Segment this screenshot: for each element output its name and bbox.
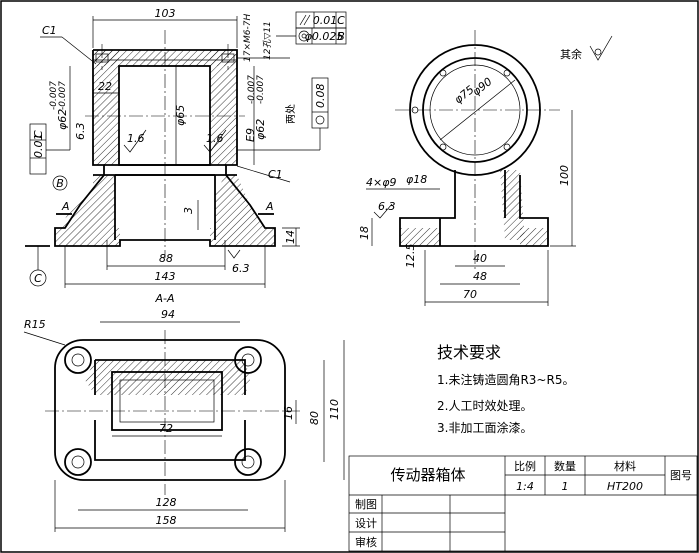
right-fit-dia: φ62 [254, 119, 267, 140]
dim-16: 16 [282, 406, 295, 420]
front-view: 103 17×M6-7H 12孔▽11 0.01 C φ0.025 B C1 [25, 7, 347, 288]
checked-by-label: 审核 [355, 535, 377, 549]
roughness-1-6-left: 1.6 [127, 132, 145, 145]
roughness-1-6-right: 1.6 [206, 132, 224, 145]
bore-dia: φ65 [174, 105, 187, 126]
dim-40: 40 [473, 252, 487, 265]
chamfer-c1-right: C1 [268, 168, 283, 181]
dim-72: 72 [159, 422, 173, 435]
e9-note: E9 [244, 128, 257, 142]
dim-88: 88 [159, 252, 173, 265]
holes-callout: 4×φ9 [366, 176, 396, 189]
dim-103: 103 [155, 7, 176, 20]
bolt-holes [64, 346, 262, 476]
dim-14: 14 [284, 230, 297, 244]
part-name: 传动器箱体 [390, 466, 465, 484]
dim-128: 128 [156, 496, 177, 509]
section-arrow-a-right: A [265, 200, 274, 213]
svg-text:C: C [337, 14, 345, 27]
roughness-6-3-base: 6.3 [232, 262, 250, 275]
technical-requirements: 技术要求 1.未注铸造圆角R3~R5。 2.人工时效处理。 3.非加工面涂漆。 [437, 343, 574, 435]
dim-100: 100 [558, 165, 571, 186]
svg-text:0.01: 0.01 [32, 134, 45, 159]
svg-text:B: B [337, 30, 345, 43]
side-roughness: 6.3 [378, 200, 396, 213]
section-label: A-A [154, 292, 174, 305]
datum-c: C [34, 272, 42, 285]
qty-value: 1 [562, 480, 569, 493]
parallelism-frame: 0.01 C [295, 11, 347, 29]
dim-110: 110 [328, 399, 341, 420]
dim-158: 158 [156, 514, 177, 527]
notes-title: 技术要求 [437, 343, 501, 362]
svg-text:-0.007: -0.007 [247, 75, 257, 104]
roughness-6-3: 6.3 [74, 123, 87, 141]
scale-value: 1:4 [516, 480, 534, 493]
material-label: 材料 [614, 459, 636, 473]
dim-70: 70 [463, 288, 477, 301]
concentricity-frame: φ0.025 B [295, 27, 347, 45]
svg-text:φ0.025: φ0.025 [305, 30, 344, 43]
scale-label: 比例 [514, 459, 536, 473]
dim-80: 80 [308, 411, 321, 425]
dim-3: 3 [182, 207, 195, 214]
both-ends-note: 两处 [285, 104, 297, 124]
radius-r15: R15 [24, 318, 46, 331]
section-a-a: A-A R15 94 72 16 80 110 128 158 [23, 292, 345, 532]
chamfer-c1-top: C1 [42, 24, 57, 37]
section-arrow-a-left: A [61, 200, 70, 213]
cylindricity-frame: 0.08 [311, 77, 329, 129]
other-roughness: 其余 [560, 47, 582, 61]
svg-text:0.01: 0.01 [313, 14, 338, 27]
svg-text:0.08: 0.08 [314, 84, 327, 109]
dim-48: 48 [473, 270, 487, 283]
designed-by-label: 设计 [355, 517, 377, 530]
svg-text:-0.007: -0.007 [49, 81, 59, 110]
note-3: 3.非加工面涂漆。 [437, 420, 532, 435]
drawing-number-label: 图号 [670, 469, 692, 482]
qty-label: 数量 [554, 460, 576, 473]
datum-b: B [56, 177, 64, 190]
dim-12-5: 12.5 [404, 244, 417, 269]
svg-text:C: C [32, 130, 45, 138]
note-1: 1.未注铸造圆角R3~R5。 [437, 372, 574, 387]
drawn-by-label: 制图 [355, 498, 377, 511]
material-value: HT200 [607, 480, 643, 493]
svg-text:-0.007: -0.007 [256, 75, 266, 104]
svg-text:-0.007: -0.007 [58, 81, 68, 110]
counterbore: φ18 [406, 173, 427, 186]
dim-143: 143 [155, 270, 176, 283]
thread-depth: 12孔▽11 [262, 21, 273, 60]
thread-callout: 17×M6-7H [243, 14, 253, 62]
title-block: 传动器箱体 比例 1:4 数量 1 材料 HT200 图号 制图 设计 审核 [348, 455, 698, 552]
dim-18: 18 [358, 226, 371, 240]
dim-22: 22 [98, 80, 112, 93]
dim-94: 94 [161, 308, 175, 321]
side-view: 其余 φ75 φ90 4×φ9 φ18 6.3 18 12.5 [358, 30, 613, 306]
left-fit-dia: φ62 [56, 109, 69, 130]
left-parallel-frame: 0.01 C [29, 123, 47, 175]
note-2: 2.人工时效处理。 [437, 398, 532, 413]
